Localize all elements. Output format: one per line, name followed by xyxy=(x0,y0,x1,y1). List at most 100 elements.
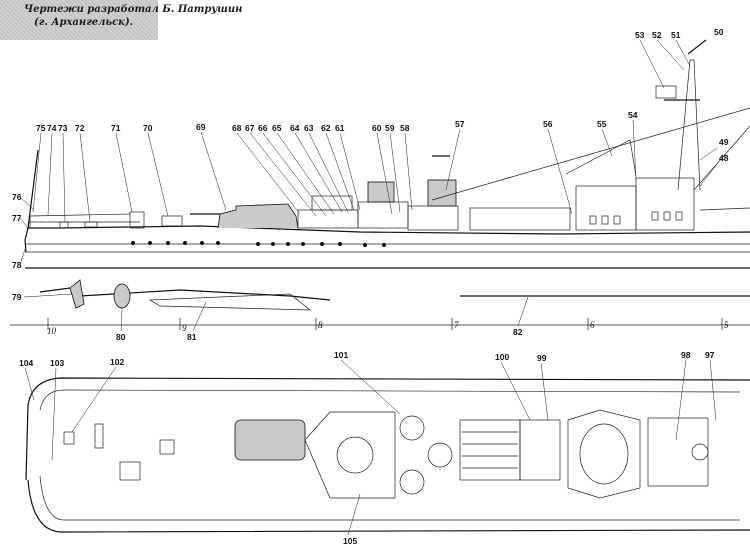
station-ticks xyxy=(47,318,723,330)
callout-48: 48 xyxy=(719,153,729,163)
callout-67: 67 xyxy=(245,123,255,133)
callout-64: 64 xyxy=(290,123,300,133)
callout-61: 61 xyxy=(335,123,345,133)
deck-callouts: 104 103 102 101 100 99 98 97 105 xyxy=(19,350,715,546)
callout-82: 82 xyxy=(513,327,523,337)
bridge-dome xyxy=(579,423,629,485)
torpedo-tube-bank xyxy=(459,419,521,481)
deck-outline-bottom xyxy=(27,479,750,533)
callout-53: 53 xyxy=(635,30,645,40)
callout-75: 75 xyxy=(36,123,46,133)
aft-vent xyxy=(159,439,175,455)
superstructure-windows xyxy=(589,211,683,225)
midship-house xyxy=(297,209,359,229)
callout-97: 97 xyxy=(705,350,715,360)
callout-71: 71 xyxy=(111,123,121,133)
aft-fitting-2 xyxy=(84,221,98,228)
callout-81: 81 xyxy=(187,332,197,342)
capstan-aft xyxy=(63,431,75,445)
bilge-keel xyxy=(148,293,312,311)
callout-70: 70 xyxy=(143,123,153,133)
bridge-plan xyxy=(567,409,641,499)
bow-rail xyxy=(699,207,750,211)
callout-66: 66 xyxy=(258,123,268,133)
credit-line-city: (г. Архангельск). xyxy=(34,17,134,28)
long-stay-wire xyxy=(431,107,750,201)
torpedo-tube-mount xyxy=(311,195,353,211)
aft-funnel-base xyxy=(357,201,409,229)
bridge-screen xyxy=(565,139,637,177)
side-callouts: 53 52 51 50 49 48 57 56 55 54 75 74 73 7… xyxy=(12,27,729,302)
callout-74: 74 xyxy=(47,123,57,133)
twin-mount-2 xyxy=(399,415,425,441)
callout-80: 80 xyxy=(116,332,126,342)
station-labels: 10 9 8 7 6 5 xyxy=(47,320,729,336)
rudder xyxy=(69,279,85,309)
underwater-callouts: 80 81 82 xyxy=(116,327,523,342)
credit-line-author: Чертежи разработал Б. Патрушин xyxy=(24,4,243,15)
callout-60: 60 xyxy=(372,123,382,133)
callout-79: 79 xyxy=(12,292,22,302)
aft-winch xyxy=(161,215,183,227)
torpedo-tube-lines xyxy=(462,431,518,469)
callout-63: 63 xyxy=(304,123,314,133)
callout-72: 72 xyxy=(75,123,85,133)
side-leader-lines xyxy=(19,39,718,298)
callout-105: 105 xyxy=(343,536,357,546)
underwater-leader-lines xyxy=(120,296,529,332)
callout-62: 62 xyxy=(321,123,331,133)
underwater-profile xyxy=(10,279,750,326)
deck-outline-top xyxy=(27,377,750,406)
fore-superstructure xyxy=(575,185,637,231)
fore-funnel xyxy=(427,179,457,207)
aft-turret-plan xyxy=(234,419,306,461)
mid-deckhouse xyxy=(407,205,459,231)
twin-mount-4 xyxy=(399,469,425,495)
callout-99: 99 xyxy=(537,353,547,363)
credit-block: Чертежи разработал Б. Патрушин (г. Архан… xyxy=(0,0,242,40)
station-8: 8 xyxy=(318,320,323,330)
bridge-block xyxy=(635,177,695,231)
station-7: 7 xyxy=(454,320,459,330)
callout-59: 59 xyxy=(385,123,395,133)
callout-49: 49 xyxy=(719,137,729,147)
callout-65: 65 xyxy=(272,123,282,133)
station-9: 9 xyxy=(182,323,187,333)
callout-104: 104 xyxy=(19,358,33,368)
station-6: 6 xyxy=(590,320,595,330)
gun-deck-hexagon xyxy=(304,411,396,499)
callout-102: 102 xyxy=(110,357,124,367)
deck-leader-lines xyxy=(24,359,717,536)
callout-55: 55 xyxy=(597,119,607,129)
callout-76: 76 xyxy=(12,192,22,202)
callout-68: 68 xyxy=(232,123,242,133)
station-10: 10 xyxy=(47,326,57,336)
aft-gun-turret xyxy=(217,203,299,229)
callout-51: 51 xyxy=(671,30,681,40)
twin-mount-1 xyxy=(336,436,374,474)
callout-77: 77 xyxy=(12,213,22,223)
deck-inner-top xyxy=(39,389,741,411)
anchor-capstan xyxy=(691,443,709,461)
twin-mount-3 xyxy=(427,442,453,468)
side-elevation xyxy=(24,39,750,269)
callout-58: 58 xyxy=(400,123,410,133)
flag-sign xyxy=(655,85,677,99)
station-5: 5 xyxy=(724,320,729,330)
aft-flagstaff xyxy=(27,149,39,229)
torpedo-deck xyxy=(469,207,571,231)
depth-charge-rail-1 xyxy=(94,423,104,449)
callout-98: 98 xyxy=(681,350,691,360)
stern-line xyxy=(24,239,27,253)
aft-fitting-1 xyxy=(59,221,69,229)
foremast xyxy=(677,59,701,191)
portholes xyxy=(131,241,386,247)
callout-73: 73 xyxy=(58,123,68,133)
deck-inner-bottom xyxy=(39,475,740,521)
radar-antenna xyxy=(687,39,707,55)
callout-52: 52 xyxy=(652,30,662,40)
propeller xyxy=(113,283,131,309)
callout-101: 101 xyxy=(334,350,348,360)
